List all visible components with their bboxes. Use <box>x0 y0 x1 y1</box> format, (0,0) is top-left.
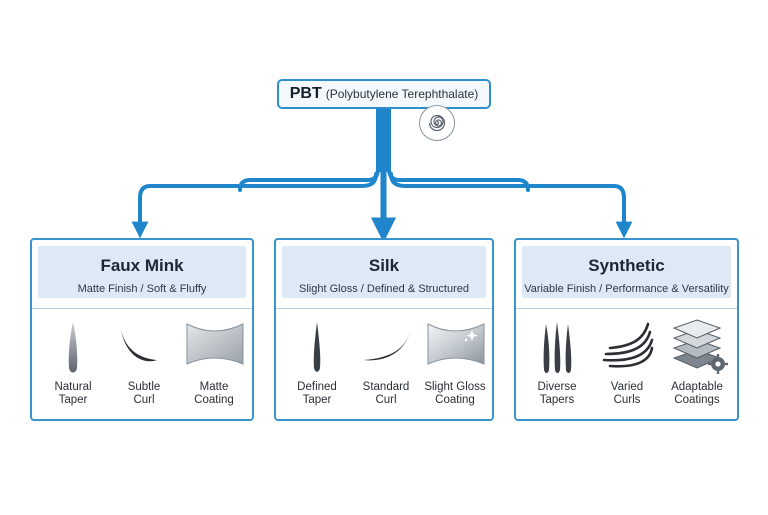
feature-natural-taper: Natural Taper <box>34 316 112 407</box>
feature-label: Matte Coating <box>194 381 234 406</box>
subtle-curl-icon <box>105 316 183 380</box>
feature-subtle-curl: Subtle Curl <box>105 316 183 407</box>
card-header: Silk Slight Gloss / Defined & Structured <box>282 246 486 298</box>
layered-coatings-icon <box>658 316 736 380</box>
diverse-tapers-icon <box>518 316 596 380</box>
card-header: Synthetic Variable Finish / Performance … <box>522 246 731 298</box>
card-divider <box>276 308 492 309</box>
feature-slight-gloss-coating: Slight Gloss Coating <box>416 316 492 407</box>
feature-varied-curls: Varied Curls <box>588 316 666 407</box>
feature-defined-taper: Defined Taper <box>278 316 356 407</box>
feature-label: Natural Taper <box>54 381 92 406</box>
gloss-coating-icon <box>416 316 492 380</box>
card-subtitle: Variable Finish / Performance & Versatil… <box>524 283 729 295</box>
card-header: Faux Mink Matte Finish / Soft & Fluffy <box>38 246 246 298</box>
standard-curl-icon <box>347 316 425 380</box>
category-card-silk: Silk Slight Gloss / Defined & Structured… <box>274 238 494 421</box>
card-title: Faux Mink <box>100 256 184 275</box>
card-title: Silk <box>368 256 400 275</box>
root-node: PBT (Polybutylene Terephthalate) <box>277 79 491 109</box>
card-title: Synthetic <box>588 256 665 275</box>
root-abbreviation: PBT <box>289 85 322 102</box>
feature-diverse-tapers: Diverse Tapers <box>518 316 596 407</box>
feature-label: Slight Gloss Coating <box>424 381 486 406</box>
varied-curls-icon <box>588 316 666 380</box>
feature-label: Defined Taper <box>297 381 337 406</box>
feature-label: Subtle Curl <box>127 381 161 406</box>
root-full-name: (Polybutylene Terephthalate) <box>325 87 479 101</box>
card-subtitle: Slight Gloss / Defined & Structured <box>299 283 469 295</box>
card-subtitle: Matte Finish / Soft & Fluffy <box>77 283 207 295</box>
feature-standard-curl: Standard Curl <box>347 316 425 407</box>
feature-label: Standard Curl <box>362 381 410 406</box>
defined-taper-icon <box>278 316 356 380</box>
feature-label: Varied Curls <box>610 381 644 406</box>
spiral-fiber-icon <box>419 105 455 141</box>
feature-label: Diverse Tapers <box>537 381 577 406</box>
category-card-faux-mink: Faux Mink Matte Finish / Soft & Fluffy N… <box>30 238 254 421</box>
feature-matte-coating: Matte Coating <box>175 316 252 407</box>
feature-label: Adaptable Coatings <box>671 381 723 406</box>
feature-adaptable-coatings: Adaptable Coatings <box>658 316 736 407</box>
card-divider <box>516 308 737 309</box>
natural-taper-icon <box>34 316 112 380</box>
matte-coating-icon <box>175 316 252 380</box>
card-divider <box>32 308 252 309</box>
category-card-synthetic: Synthetic Variable Finish / Performance … <box>514 238 739 421</box>
